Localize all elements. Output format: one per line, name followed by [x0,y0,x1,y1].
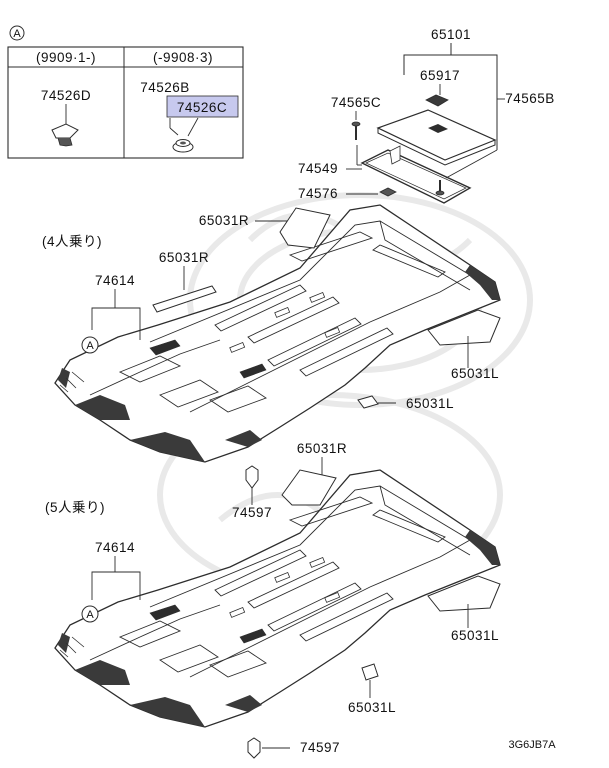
part-label-65031L-a[interactable]: 65031L [451,366,499,381]
upper-floor-assembly: (4人乗り) 65031R 65031R 74614 A 65031L 6503… [42,204,501,463]
part-label-74565C[interactable]: 74565C [331,95,381,110]
clip-74526D-icon [51,104,79,147]
part-label-74576[interactable]: 74576 [298,186,338,201]
part-label-65101[interactable]: 65101 [431,27,471,42]
diagram-code: 3G6JB7A [508,739,556,751]
callout-b[interactable]: A [86,609,94,621]
upper-caption: (4人乗り) [42,234,102,249]
part-label-74526B[interactable]: 74526B [140,80,190,95]
part-label-74526C[interactable]: 74526C [177,100,227,115]
part-label-65031L-lower-b[interactable]: 65031L [348,700,396,715]
screw-74565C-icon [351,121,361,140]
part-label-74549[interactable]: 74549 [298,161,338,176]
part-label-65031L-b[interactable]: 65031L [406,396,454,411]
callout-circle-b [81,605,99,623]
part-label-65031R-lower[interactable]: 65031R [297,441,347,456]
clip-74526B-icon [169,117,199,153]
storage-lid-assembly: 65101 65917 74565C 74565B 74549 [298,27,555,204]
part-label-65031R-b[interactable]: 65031R [159,250,209,265]
screw-74565B-icon [435,149,498,196]
lower-caption: (5人乗り) [45,500,105,515]
clip-74597-lower-icon [247,737,290,759]
part-label-74614-lower[interactable]: 74614 [95,540,135,555]
callout-circle-a [81,336,99,354]
clip-74597-upper-icon [245,465,259,505]
part-label-65031L-lower-a[interactable]: 65031L [451,628,499,643]
lower-floor-assembly: (5人乗り) 65031R 74614 A 65031L 65031L [45,441,501,728]
part-label-74565B[interactable]: 74565B [505,91,555,106]
part-label-74597-a[interactable]: 74597 [232,505,272,520]
inset-marker: A [13,28,21,40]
part-label-74597-b[interactable]: 74597 [300,740,340,755]
inset-right-header: (-9908·3) [153,50,213,65]
callout-a[interactable]: A [86,340,94,352]
part-label-74526D[interactable]: 74526D [41,88,91,103]
inset-left-header: (9909·1-) [36,50,96,65]
part-label-74614-upper[interactable]: 74614 [95,273,135,288]
inset-marker-circle [9,25,25,41]
inset-table: A (9909·1-) (-9908·3) 74526D 74526B 7452… [7,25,244,159]
part-label-65917[interactable]: 65917 [420,68,460,83]
highlight-74526C[interactable] [166,95,239,118]
part-label-65031R-a[interactable]: 65031R [199,213,249,228]
